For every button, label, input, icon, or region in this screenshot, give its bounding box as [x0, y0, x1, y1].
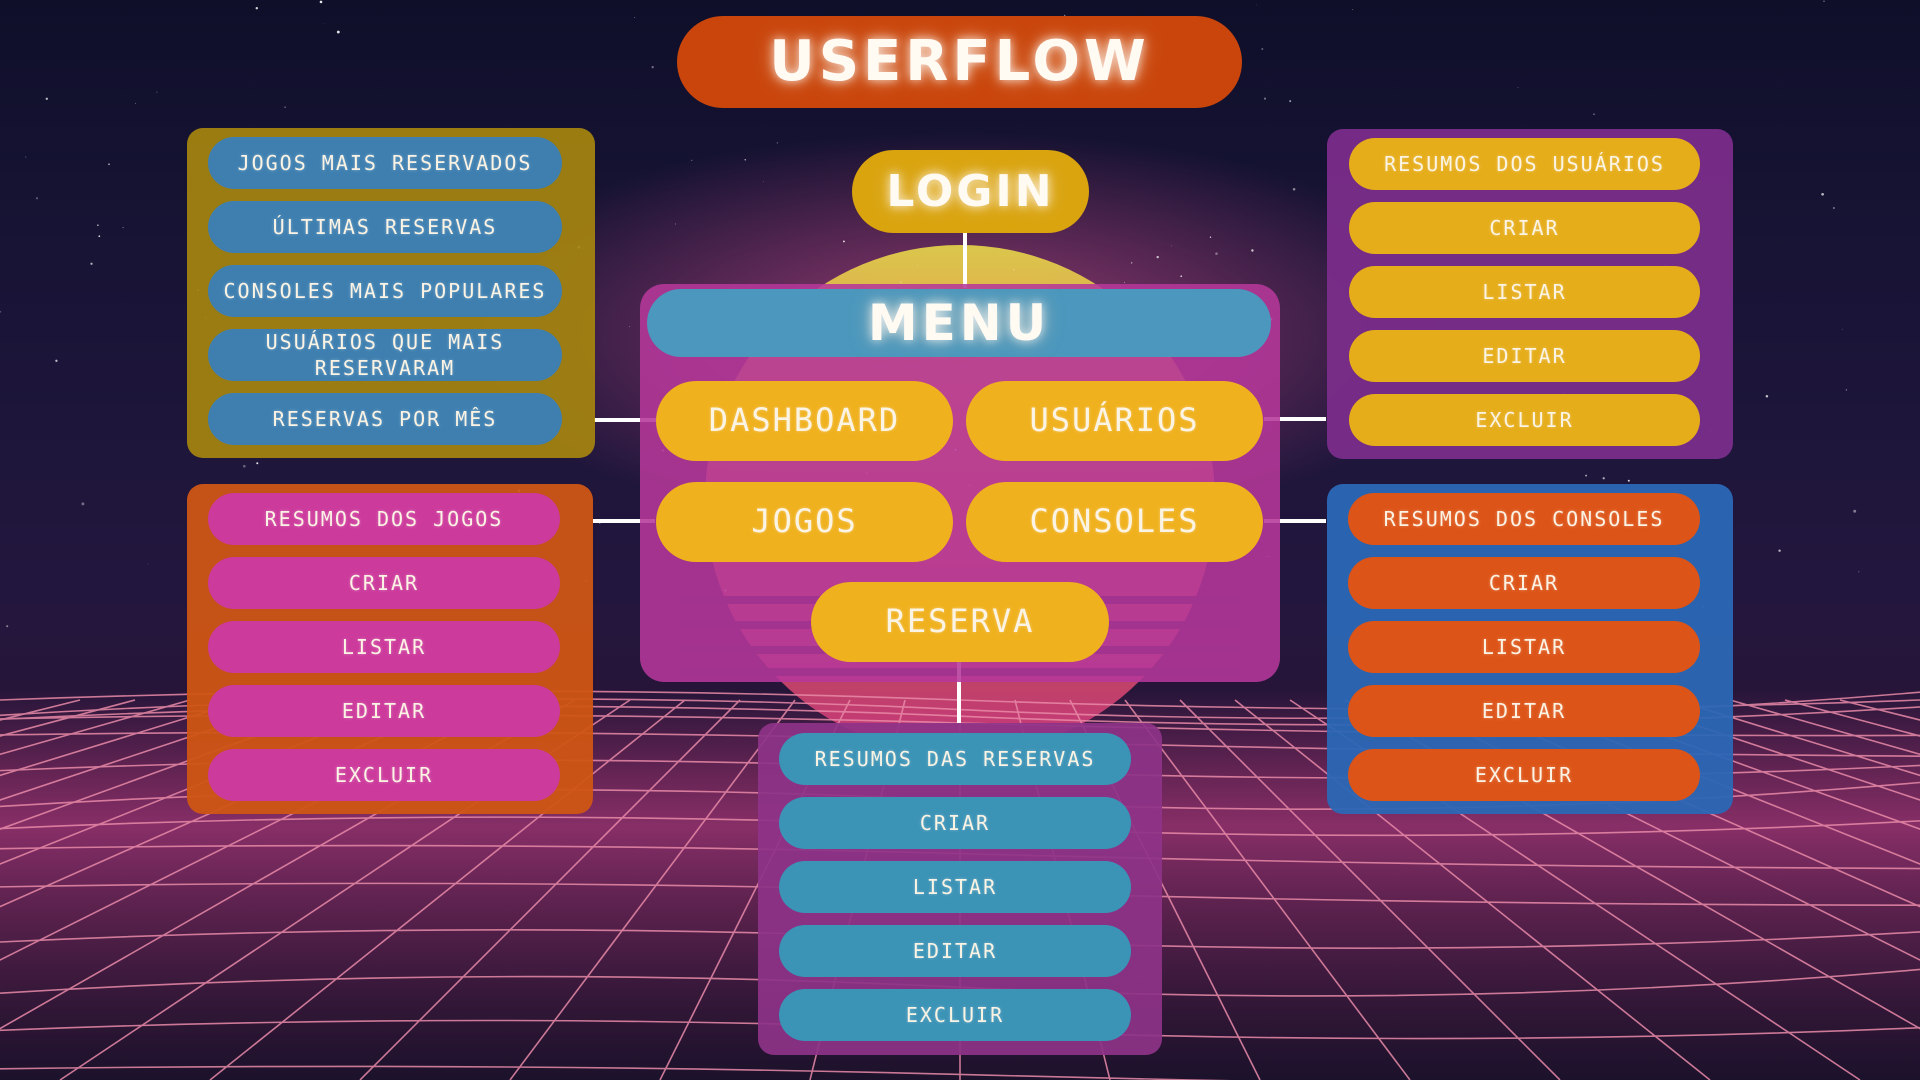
connector-reserva: [957, 659, 961, 723]
reserva-item-excluir[interactable]: EXCLUIR: [779, 989, 1131, 1041]
reserva-item-editar[interactable]: EDITAR: [779, 925, 1131, 977]
usuarios-item-label: EDITAR: [1482, 344, 1567, 368]
userflow-title: USERFLOW: [677, 16, 1242, 108]
jogos-item-label: RESUMOS DOS JOGOS: [264, 507, 504, 531]
jogos-label: JOGOS: [751, 502, 858, 541]
usuarios-button[interactable]: USUÁRIOS: [966, 381, 1263, 461]
consoles-item-label: EDITAR: [1481, 699, 1567, 723]
jogos-item-label: CRIAR: [348, 571, 420, 595]
consoles-label: CONSOLES: [1029, 502, 1200, 541]
consoles-item-excluir[interactable]: EXCLUIR: [1348, 749, 1700, 801]
usuarios-item-editar[interactable]: EDITAR: [1349, 330, 1700, 382]
reserva-item-label: EDITAR: [912, 939, 998, 963]
reserva-item-label: RESUMOS DAS RESERVAS: [814, 747, 1096, 771]
reserva-item-label: LISTAR: [912, 875, 998, 899]
usuarios-item-listar[interactable]: LISTAR: [1349, 266, 1700, 318]
reserva-item-criar[interactable]: CRIAR: [779, 797, 1131, 849]
consoles-button[interactable]: CONSOLES: [966, 482, 1263, 562]
jogos-item-listar[interactable]: LISTAR: [208, 621, 560, 673]
consoles-item-editar[interactable]: EDITAR: [1348, 685, 1700, 737]
dashboard-label: DASHBOARD: [708, 401, 901, 440]
dashboard-item-reservas-por-mes[interactable]: RESERVAS POR MÊS: [208, 393, 562, 445]
usuarios-item-label: CRIAR: [1489, 216, 1560, 240]
reserva-item-listar[interactable]: LISTAR: [779, 861, 1131, 913]
consoles-item-label: RESUMOS DOS CONSOLES: [1383, 507, 1665, 531]
jogos-button[interactable]: JOGOS: [656, 482, 953, 562]
consoles-item-criar[interactable]: CRIAR: [1348, 557, 1700, 609]
usuarios-item-criar[interactable]: CRIAR: [1349, 202, 1700, 254]
jogos-item-resumos[interactable]: RESUMOS DOS JOGOS: [208, 493, 560, 545]
dashboard-item-label: CONSOLES MAIS POPULARES: [223, 279, 547, 303]
usuarios-item-label: EXCLUIR: [1475, 408, 1574, 432]
usuarios-label: USUÁRIOS: [1029, 401, 1200, 440]
dashboard-button[interactable]: DASHBOARD: [656, 381, 953, 461]
usuarios-item-resumos[interactable]: RESUMOS DOS USUÁRIOS: [1349, 138, 1700, 190]
jogos-item-excluir[interactable]: EXCLUIR: [208, 749, 560, 801]
reserva-button[interactable]: RESERVA: [811, 582, 1109, 662]
dashboard-item-consoles-mais-populares[interactable]: CONSOLES MAIS POPULARES: [208, 265, 562, 317]
dashboard-item-ultimas-reservas[interactable]: ÚLTIMAS RESERVAS: [208, 201, 562, 253]
login-label: LOGIN: [886, 165, 1055, 217]
jogos-item-label: EDITAR: [341, 699, 427, 723]
consoles-item-label: EXCLUIR: [1474, 763, 1574, 787]
jogos-item-label: EXCLUIR: [334, 763, 434, 787]
dashboard-item-jogos-mais-reservados[interactable]: JOGOS MAIS RESERVADOS: [208, 137, 562, 189]
jogos-item-criar[interactable]: CRIAR: [208, 557, 560, 609]
usuarios-item-label: LISTAR: [1482, 280, 1567, 304]
consoles-item-listar[interactable]: LISTAR: [1348, 621, 1700, 673]
reserva-label: RESERVA: [885, 602, 1035, 641]
usuarios-item-excluir[interactable]: EXCLUIR: [1349, 394, 1700, 446]
consoles-item-label: LISTAR: [1481, 635, 1567, 659]
menu-header: MENU: [647, 289, 1271, 357]
dashboard-item-usuarios-que-mais-reservaram[interactable]: USUÁRIOS QUE MAIS RESERVARAM: [208, 329, 562, 381]
menu-title: MENU: [867, 293, 1051, 352]
consoles-item-resumos[interactable]: RESUMOS DOS CONSOLES: [1348, 493, 1700, 545]
userflow-title-text: USERFLOW: [769, 28, 1150, 94]
reserva-item-label: CRIAR: [919, 811, 991, 835]
consoles-item-label: CRIAR: [1488, 571, 1560, 595]
login-button[interactable]: LOGIN: [852, 150, 1089, 233]
dashboard-item-label: ÚLTIMAS RESERVAS: [272, 215, 498, 239]
jogos-item-editar[interactable]: EDITAR: [208, 685, 560, 737]
connector-jogos: [593, 519, 655, 523]
reserva-item-resumos[interactable]: RESUMOS DAS RESERVAS: [779, 733, 1131, 785]
connector-consoles: [1264, 519, 1326, 523]
dashboard-item-label: JOGOS MAIS RESERVADOS: [237, 151, 533, 175]
connector-dashboard: [594, 418, 656, 422]
reserva-item-label: EXCLUIR: [905, 1003, 1005, 1027]
jogos-item-label: LISTAR: [341, 635, 427, 659]
dashboard-item-label: USUÁRIOS QUE MAIS RESERVARAM: [265, 330, 505, 380]
dashboard-item-label: RESERVAS POR MÊS: [272, 407, 498, 431]
connector-usuarios: [1264, 417, 1326, 421]
connector-login-menu: [963, 232, 967, 288]
usuarios-item-label: RESUMOS DOS USUÁRIOS: [1384, 152, 1665, 176]
